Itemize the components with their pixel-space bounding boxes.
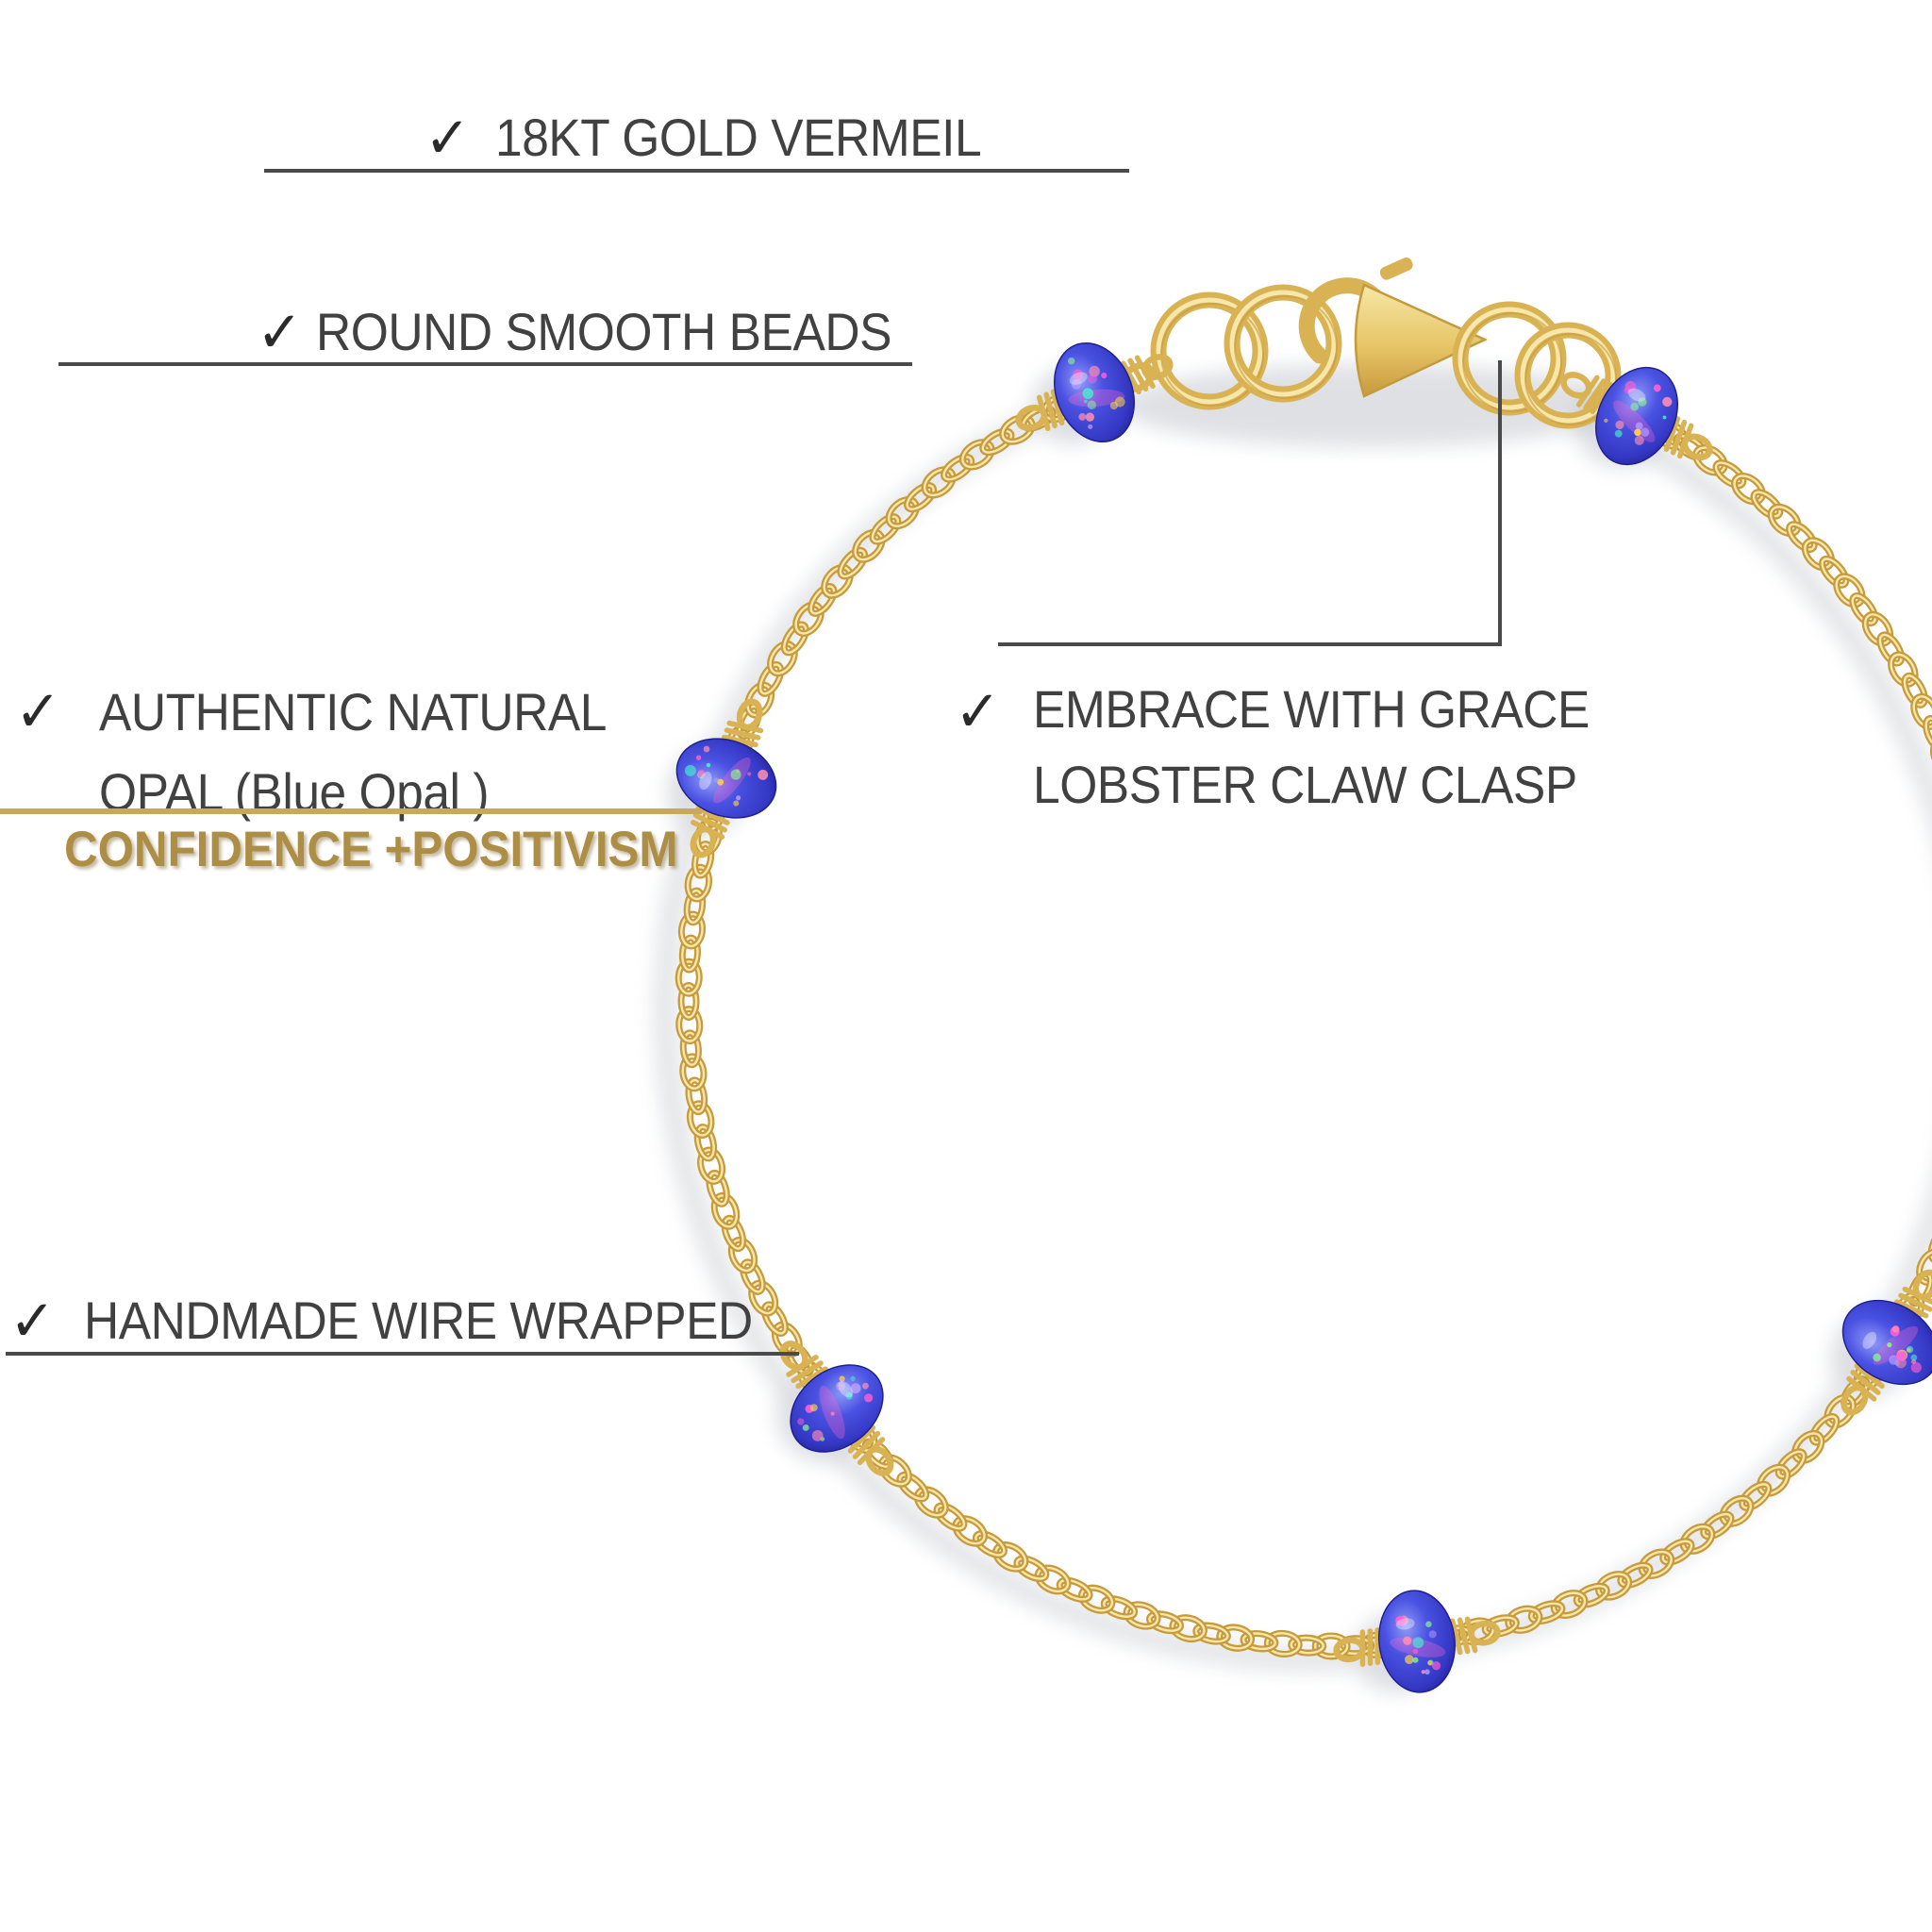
label-lobster-clasp-text: EMBRACE WITH GRACE LOBSTER CLAW CLASP — [1033, 672, 1590, 823]
checkmark-icon: ✓ — [15, 679, 61, 744]
label-handmade-text: HANDMADE WIRE WRAPPED — [83, 1291, 753, 1350]
label-gold-vermeil: ✓ 18KT GOLD VERMEIL — [425, 106, 1024, 171]
label-gold-vermeil-text: 18KT GOLD VERMEIL — [494, 108, 982, 167]
label-round-beads: ✓ ROUND SMOOTH BEADS — [257, 300, 941, 365]
callout-line-horizontal — [998, 642, 1502, 646]
label-authentic-opal-line1: AUTHENTIC NATURAL — [98, 682, 607, 741]
label-lobster-clasp-line2: LOBSTER CLAW CLASP — [1032, 755, 1577, 814]
label-lobster-clasp: ✓ EMBRACE WITH GRACE LOBSTER CLAW CLASP — [955, 679, 1638, 823]
label-handmade: ✓ HANDMADE WIRE WRAPPED — [9, 1289, 810, 1354]
label-lobster-clasp-line1: EMBRACE WITH GRACE — [1032, 679, 1590, 739]
callout-line-vertical — [1498, 360, 1502, 646]
checkmark-icon: ✓ — [425, 106, 471, 171]
label-round-beads-text: ROUND SMOOTH BEADS — [315, 302, 891, 361]
checkmark-icon: ✓ — [257, 300, 303, 365]
underline-round-beads — [58, 362, 912, 366]
checkmark-icon: ✓ — [9, 1289, 56, 1354]
underline-gold-vermeil — [264, 169, 1129, 173]
underline-handmade — [6, 1352, 799, 1356]
gold-divider-line — [0, 808, 702, 814]
checkmark-icon: ✓ — [955, 679, 1001, 744]
tagline-text: CONFIDENCE +POSITIVISM — [64, 822, 678, 877]
